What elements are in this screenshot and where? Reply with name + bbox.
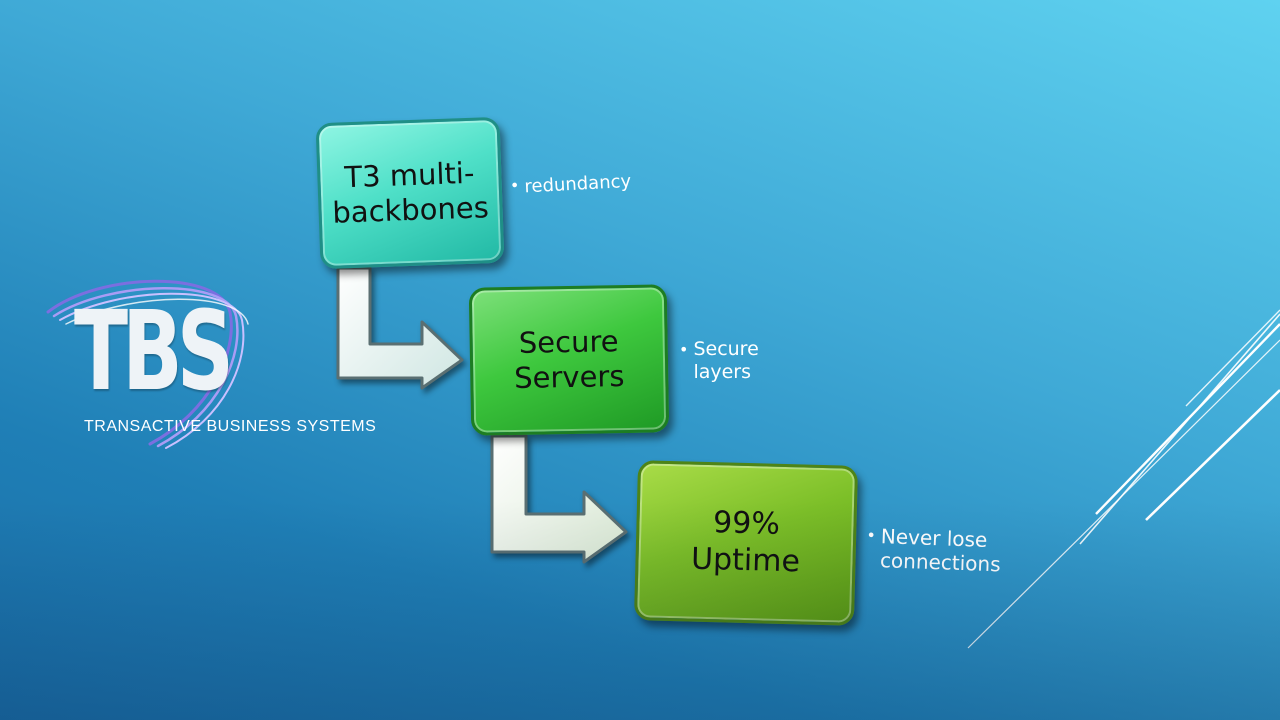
bullet-icon: • [509,175,520,196]
note-redundancy: •redundancy [509,170,632,199]
step-box-secure-servers: Secure Servers [468,284,670,436]
tbs-logo-swoosh [46,279,249,449]
bullet-icon: • [679,340,689,359]
bullet-icon: • [866,525,877,545]
note-secure-layers: •Secure layers [679,338,759,384]
step-box-t3-backbones: T3 multi- backbones [315,116,505,270]
logo-letters: TBS [74,287,234,415]
decorative-lines [967,309,1280,649]
arrow-step1-to-step2 [336,266,464,390]
step-box-uptime: 99% Uptime [633,460,859,626]
arrow-step2-to-step3 [490,434,628,564]
logo-tagline: TRANSACTIVE BUSINESS SYSTEMS [84,418,377,435]
note-text: Secure layers [693,338,759,384]
note-text: redundancy [523,170,632,198]
